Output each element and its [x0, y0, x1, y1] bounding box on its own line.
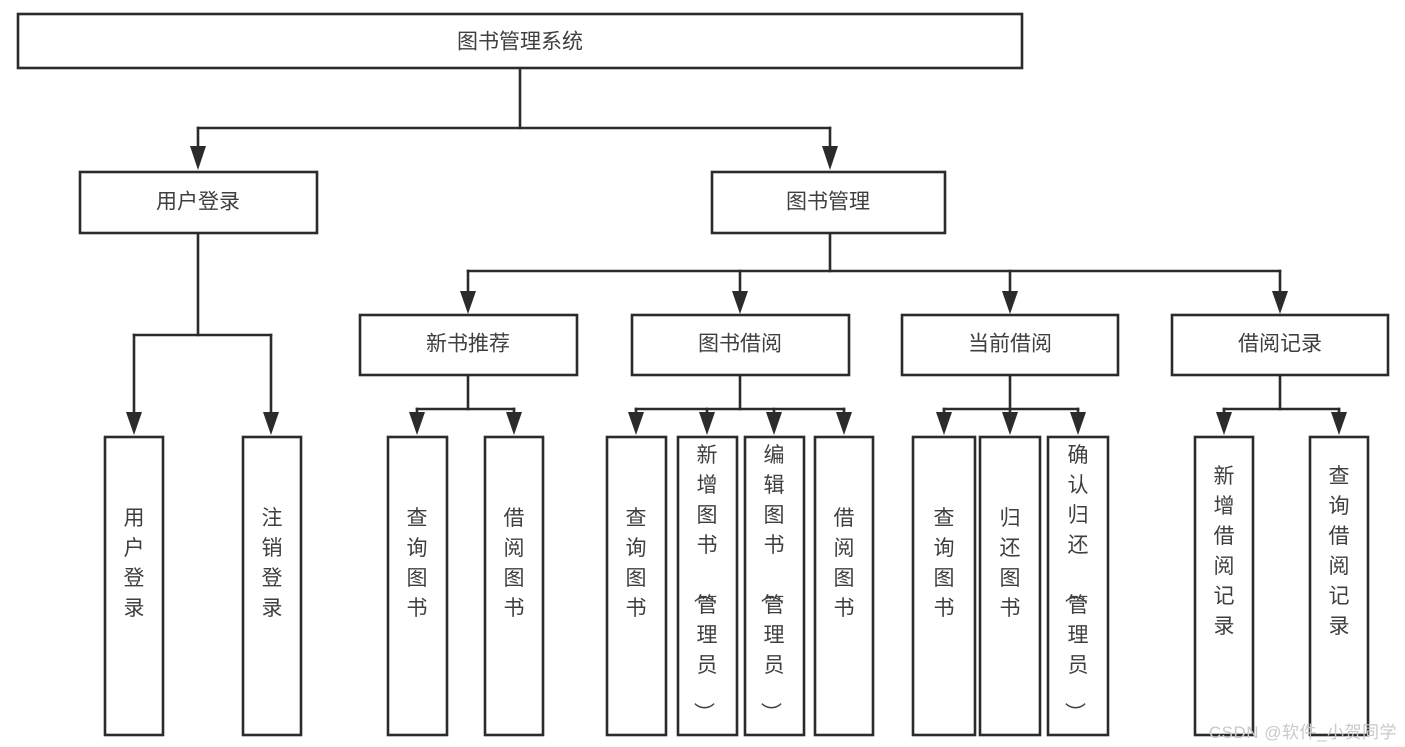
arrow-cb-l1	[936, 412, 952, 435]
node-current-borrow[interactable]: 当前借阅	[900, 313, 1120, 377]
node-book-borrow-box[interactable]	[630, 313, 851, 377]
arrow-user-login-l1	[126, 412, 142, 435]
node-leaf-query-book-2-label: 查询图书	[626, 507, 647, 620]
arrow-user-login-l2	[263, 412, 279, 435]
node-leaf-query-book-3-label: 查询图书	[934, 507, 955, 620]
arrow-br-l2	[1331, 412, 1347, 435]
node-user-login[interactable]: 用户登录	[78, 170, 319, 235]
node-leaf-confirm-return[interactable]: 确认归还（管理员）	[1046, 435, 1110, 737]
node-leaf-borrow-book-2-box[interactable]	[813, 435, 875, 737]
node-new-book-rec-box[interactable]	[358, 313, 579, 377]
node-leaf-query-book-2-box[interactable]	[605, 435, 668, 737]
node-leaf-edit-book-box[interactable]	[743, 435, 806, 737]
node-leaf-query-record-label: 查询借阅记录	[1329, 465, 1350, 638]
node-leaf-logout-box[interactable]	[241, 435, 303, 737]
node-borrow-record[interactable]: 借阅记录	[1170, 313, 1390, 377]
node-leaf-confirm-return-label: 确认归还（管理员）	[1063, 444, 1089, 723]
node-leaf-query-record-box[interactable]	[1308, 435, 1370, 737]
node-leaf-query-book-3-box[interactable]	[911, 435, 977, 737]
node-leaf-borrow-book-2-label: 借阅图书	[834, 507, 855, 620]
node-leaf-add-record[interactable]: 新增借阅记录	[1193, 435, 1255, 737]
arrow-br-l1	[1216, 412, 1232, 435]
node-user-login-label: 用户登录	[156, 191, 240, 214]
node-user-login-box[interactable]	[78, 170, 319, 235]
node-leaf-borrow-book-1[interactable]: 借阅图书	[483, 435, 545, 737]
node-book-borrow-label: 图书借阅	[698, 333, 782, 356]
node-current-borrow-box[interactable]	[900, 313, 1120, 377]
node-leaf-query-record[interactable]: 查询借阅记录	[1308, 435, 1370, 737]
node-borrow-record-box[interactable]	[1170, 313, 1390, 377]
node-leaf-logout-label: 注销登录	[262, 507, 283, 620]
node-root[interactable]: 图书管理系统	[16, 12, 1024, 70]
node-book-manage[interactable]: 图书管理	[710, 170, 947, 235]
node-leaf-return-book-label: 归还图书	[1000, 507, 1021, 620]
node-leaf-query-book-3[interactable]: 查询图书	[911, 435, 977, 737]
node-leaf-add-record-label: 新增借阅记录	[1214, 465, 1235, 638]
arrow-root-to-book-manage	[822, 146, 838, 170]
arrow-bm-to-new-book	[460, 291, 476, 314]
arrow-root-to-user-login	[190, 146, 206, 170]
arrow-bb-l4	[836, 412, 852, 435]
node-leaf-return-book[interactable]: 归还图书	[978, 435, 1042, 737]
arrow-nbr-l1	[409, 412, 425, 435]
node-leaf-confirm-return-box[interactable]	[1046, 435, 1110, 737]
node-leaf-query-book-1[interactable]: 查询图书	[386, 435, 449, 737]
arrow-cb-l3	[1070, 412, 1086, 435]
node-new-book-rec[interactable]: 新书推荐	[358, 313, 579, 377]
node-leaf-add-record-box[interactable]	[1193, 435, 1255, 737]
arrow-bb-l3	[766, 412, 782, 435]
node-leaf-add-book-label: 新增图书（管理员）	[692, 444, 718, 723]
node-leaf-borrow-book-1-label: 借阅图书	[504, 507, 525, 620]
node-leaf-logout[interactable]: 注销登录	[241, 435, 303, 737]
node-leaf-borrow-book-2[interactable]: 借阅图书	[813, 435, 875, 737]
node-leaf-add-book[interactable]: 新增图书（管理员）	[676, 435, 739, 737]
node-book-manage-box[interactable]	[710, 170, 947, 235]
node-book-manage-label: 图书管理	[786, 191, 870, 214]
node-new-book-rec-label: 新书推荐	[426, 333, 510, 356]
node-borrow-record-label: 借阅记录	[1238, 333, 1322, 356]
arrow-bm-to-book-borrow	[732, 291, 748, 314]
node-leaf-user-login-box[interactable]	[103, 435, 165, 737]
node-book-borrow[interactable]: 图书借阅	[630, 313, 851, 377]
node-leaf-user-login[interactable]: 用户登录	[103, 435, 165, 737]
arrow-cb-l2	[1002, 412, 1018, 435]
node-leaf-edit-book-label: 编辑图书（管理员）	[759, 444, 785, 723]
arrow-nbr-l2	[506, 412, 522, 435]
node-leaf-edit-book[interactable]: 编辑图书（管理员）	[743, 435, 806, 737]
node-leaf-add-book-box[interactable]	[676, 435, 739, 737]
node-current-borrow-label: 当前借阅	[968, 333, 1052, 356]
arrow-bb-l2	[699, 412, 715, 435]
node-root-box[interactable]	[16, 12, 1024, 70]
node-leaf-user-login-label: 用户登录	[124, 507, 145, 620]
csdn-watermark: CSDN @软件_小贺同学	[1208, 723, 1397, 742]
node-leaf-return-book-box[interactable]	[978, 435, 1042, 737]
arrow-bb-l1	[628, 412, 644, 435]
node-leaf-query-book-1-label: 查询图书	[407, 507, 428, 620]
arrow-bm-to-borrow-record	[1272, 291, 1288, 314]
arrow-bm-to-current-borrow	[1002, 291, 1018, 314]
node-root-label: 图书管理系统	[457, 31, 583, 54]
node-leaf-query-book-2[interactable]: 查询图书	[605, 435, 668, 737]
node-leaf-query-book-1-box[interactable]	[386, 435, 449, 737]
node-leaf-borrow-book-1-box[interactable]	[483, 435, 545, 737]
connector-layer	[126, 66, 1347, 435]
